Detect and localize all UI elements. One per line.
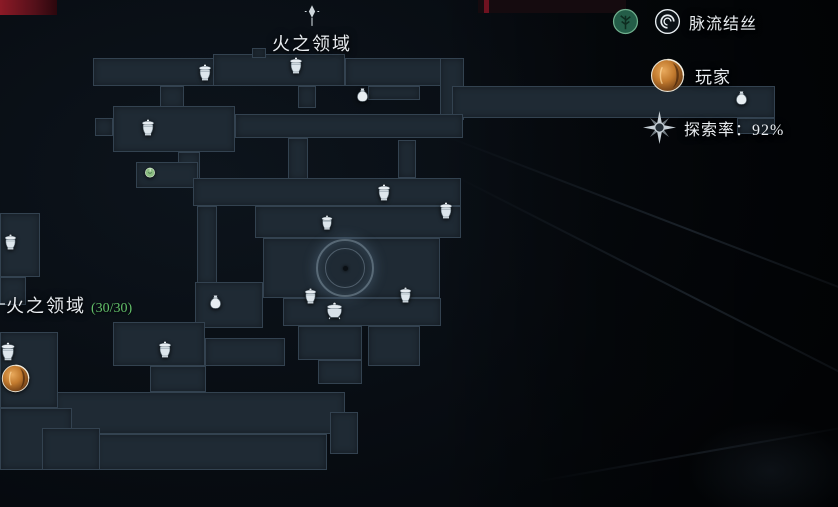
map-room xyxy=(252,48,266,58)
map-marker-urn-icon xyxy=(0,342,18,362)
map-marker-urn-icon xyxy=(302,288,319,305)
map-room xyxy=(368,86,420,100)
map-room xyxy=(42,428,100,470)
map-room xyxy=(193,178,461,206)
map-room xyxy=(195,282,263,328)
exploration-label-text: 探索率： xyxy=(684,121,753,139)
compass-icon xyxy=(642,110,677,145)
map-room xyxy=(150,366,206,392)
map-room xyxy=(288,138,308,180)
player-label: 玩家 xyxy=(695,68,731,87)
map-room xyxy=(255,206,461,238)
map-marker-urn-icon xyxy=(375,184,393,202)
map-room xyxy=(113,106,235,152)
map-room xyxy=(160,86,184,108)
map-room xyxy=(318,360,362,384)
region-title: 火之领域 xyxy=(272,4,352,56)
map-room xyxy=(197,206,217,284)
map-room xyxy=(213,54,345,86)
background-glow xyxy=(688,418,838,507)
area-progress-count: (30/30) xyxy=(91,301,133,316)
map-marker-plant-icon xyxy=(143,165,157,179)
region-diamond-icon xyxy=(303,4,321,28)
player-portrait-icon xyxy=(650,58,685,93)
map-room xyxy=(235,114,463,138)
map-marker-urn-icon xyxy=(196,64,214,82)
map-marker-cauldron-icon xyxy=(324,301,345,322)
area-name: 火之领域 xyxy=(6,296,86,316)
map-marker-urn-icon xyxy=(397,287,414,304)
map-marker-urn-icon xyxy=(437,202,455,220)
flow-shell-icon xyxy=(654,8,681,35)
legend-flow-row: 脉流结丝 xyxy=(612,8,757,35)
map-room xyxy=(398,140,416,178)
map-marker-bag-icon xyxy=(354,87,371,104)
map-marker-urn-icon xyxy=(156,341,174,359)
exploration-label: 探索率：92% xyxy=(684,116,784,140)
map-marker-urn-icon xyxy=(139,119,157,137)
map-marker-bag-icon xyxy=(207,294,224,311)
player-map-icon xyxy=(1,364,30,393)
backdrop-red-tick xyxy=(484,0,489,13)
player-position-ring xyxy=(316,239,374,297)
map-room xyxy=(205,338,285,366)
map-marker-bag-icon xyxy=(733,90,750,107)
legend-exploration-row: 探索率：92% xyxy=(642,110,784,145)
map-marker-urn-icon xyxy=(287,57,305,75)
exploration-value: 92% xyxy=(752,121,785,139)
map-room xyxy=(368,326,420,366)
map-room xyxy=(298,326,362,360)
legend-player-row: 玩家 xyxy=(650,58,731,93)
map-marker-urn-icon xyxy=(2,234,19,251)
area-label-dash xyxy=(0,303,5,305)
player-position-dot xyxy=(342,265,348,271)
map-room xyxy=(95,434,327,470)
flow-tree-icon xyxy=(612,8,639,35)
map-marker-urn-icon xyxy=(319,215,335,231)
map-room xyxy=(298,86,316,108)
map-room xyxy=(330,412,358,454)
map-area-label: 火之领域 (30/30) xyxy=(6,292,132,318)
backdrop-dark-bar xyxy=(478,0,626,13)
map-room xyxy=(95,118,113,136)
flow-label: 脉流结丝 xyxy=(689,15,758,33)
backdrop-red-bar xyxy=(0,0,57,15)
region-title-text: 火之领域 xyxy=(272,34,352,54)
